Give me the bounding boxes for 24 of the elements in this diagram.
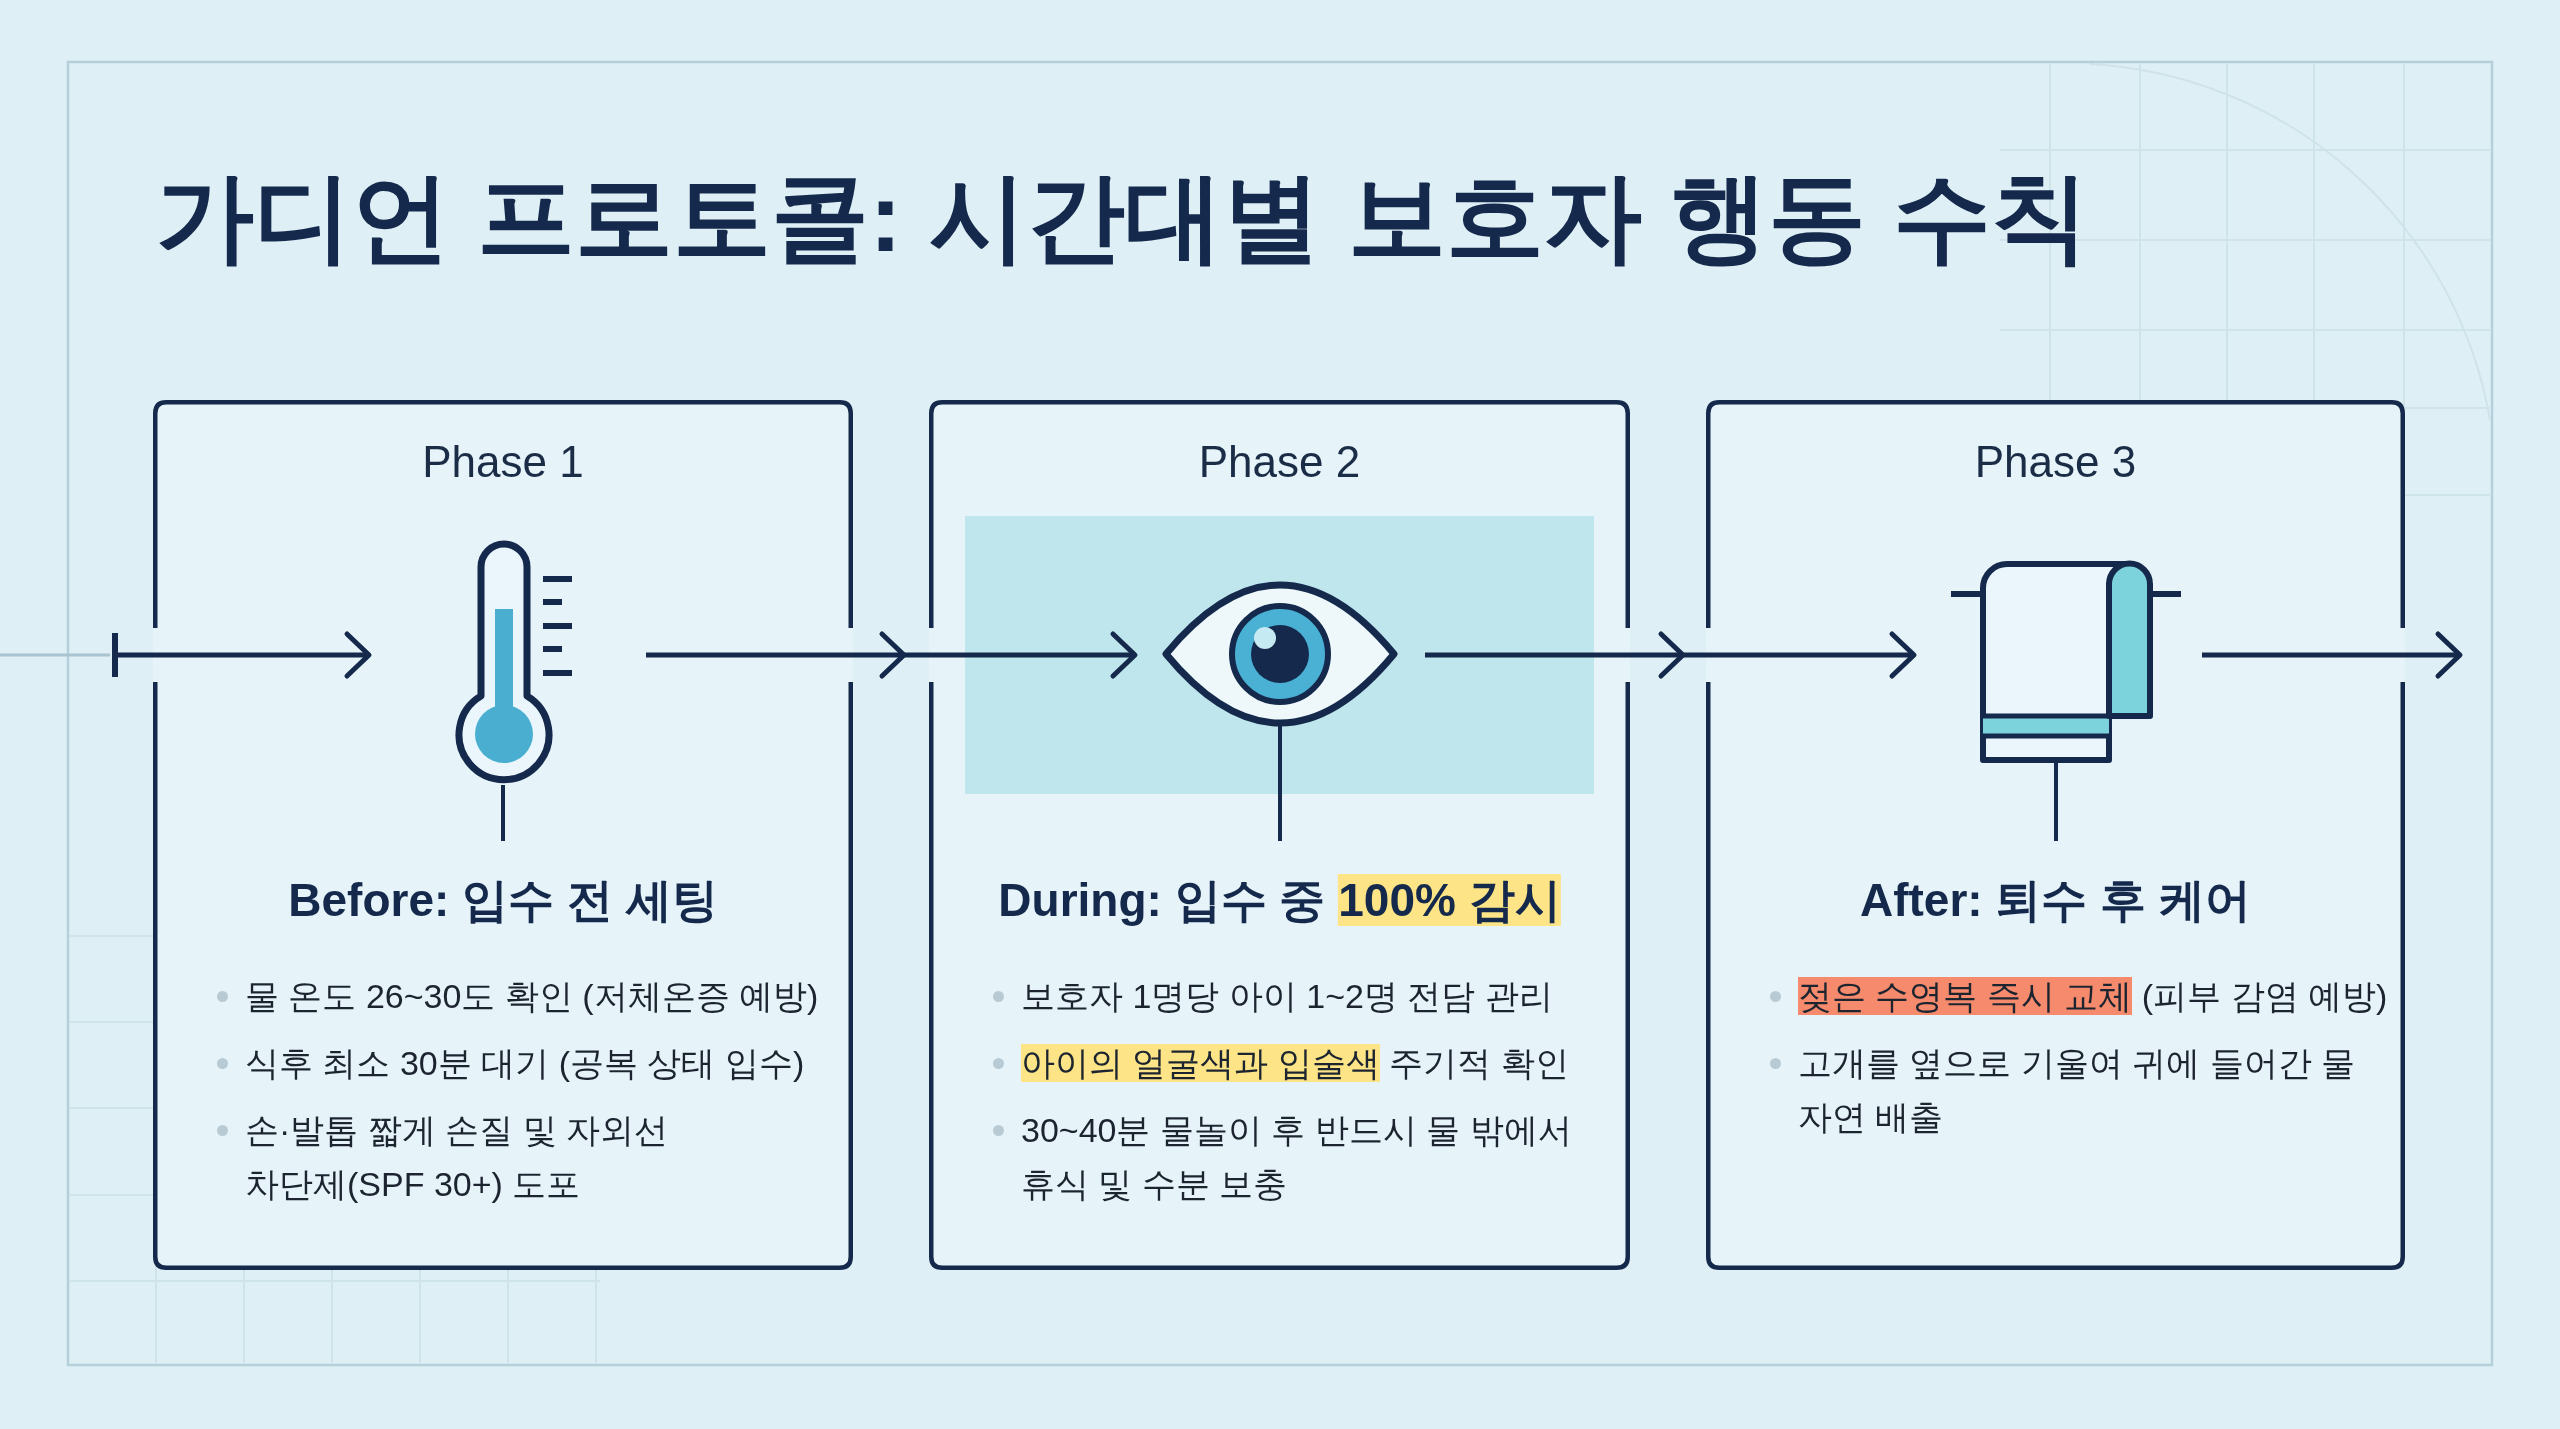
bullet-text: 물 온도 26~30도 확인 (저체온증 예방) [245, 976, 820, 1017]
towel-icon [1948, 560, 2184, 763]
phase-label: Phase 3 [1974, 436, 2137, 488]
arrow [2202, 631, 2463, 679]
phase-card [929, 400, 1630, 1270]
phase-label: Phase 1 [422, 436, 584, 488]
arrow [112, 630, 372, 680]
bullet-text: 보호자 1명당 아이 1~2명 전담 관리 [1021, 976, 1554, 1017]
eye-icon [1162, 582, 1398, 726]
bullet-text: 식후 최소 30분 대기 (공복 상태 입수) [245, 1043, 806, 1084]
phase-card [153, 400, 853, 1270]
bullet-text: 젖은 수영복 즉시 교체 (피부 감염 예방) [1798, 976, 2389, 1017]
phase-heading: During: 입수 중 100% 감시 [998, 873, 1561, 928]
bullet-text: 30~40분 물놀이 후 반드시 물 밖에서 휴식 및 수분 보충 [1021, 1110, 1573, 1205]
phase-card [1706, 400, 2405, 1270]
phase-heading: After: 퇴수 후 케어 [1860, 873, 2251, 928]
arrow [1425, 631, 1917, 679]
arrow [646, 631, 1138, 679]
title: 가디언 프로토콜: 시간대별 보호자 행동 수칙 [156, 161, 2089, 274]
phase-label: Phase 2 [1198, 436, 1361, 488]
bullet-text: 고개를 옆으로 기울여 귀에 들어간 물 자연 배출 [1798, 1043, 2357, 1138]
bullet-text: 손·발톱 짧게 손질 및 자외선 차단제(SPF 30+) 도포 [245, 1110, 670, 1205]
thermometer-icon [452, 539, 574, 785]
phase-heading: Before: 입수 전 세팅 [288, 873, 718, 928]
